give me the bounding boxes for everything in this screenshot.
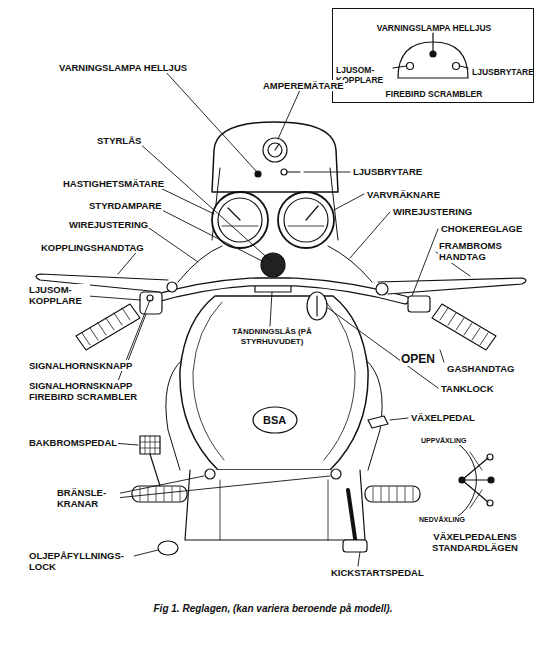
fuel-tap-label: BRÄNSLE- KRANAR (56, 487, 120, 510)
inset-title: FIREBIRD SCRAMBLER (333, 89, 535, 99)
cable-adjuster-label: WIREJUSTERING (68, 219, 149, 230)
dip-switch-label: LJUSOM- KOPPLARE (28, 284, 90, 307)
oil-filler-label: OLJEPÅFYLLNINGS- LOCK (28, 550, 134, 573)
ammeter-label: AMPEREMÄTARE (262, 80, 345, 91)
speedometer-label: HASTIGHETSMÄTARE (62, 178, 165, 189)
inset-box: VARNINGSLAMPA HELLJUSLJUSOM- KOPPLARELJU… (332, 8, 534, 103)
inset-warning-label: VARNINGSLAMPA HELLJUS (333, 23, 535, 33)
steering-damper-label: STYRDAMPARE (88, 200, 163, 211)
throttle-open-mark: OPEN (400, 352, 436, 366)
cable-adjuster-label: WIREJUSTERING (392, 206, 473, 217)
kickstart-label: KICKSTARTSPEDAL (330, 567, 425, 578)
light-switch-label: LJUSBRYTARE (352, 166, 423, 177)
horn-button-label: SIGNALHORNSKNAPP FIREBIRD SCRAMBLER (28, 380, 142, 403)
front-brake-label: FRAMBROMS HANDTAG (438, 240, 512, 263)
tank-cap-label: TANKLOCK (440, 383, 495, 394)
warning-lamp-label: VARNINGSLAMPA HELLJUS (58, 62, 188, 73)
tachometer-label: VARVRÄKNARE (366, 189, 441, 200)
ignition-lock-label: TÄNDNINGSLÅS (PÅ STYRHUVUDET) (215, 327, 329, 346)
throttle-label: GASHANDTAG (446, 363, 515, 374)
upshift-label: UPPVÄXLING (420, 437, 468, 445)
figure-caption: Fig 1. Reglagen, (kan variera beroende p… (0, 603, 544, 615)
horn-button-label: SIGNALHORNSKNAPP (28, 360, 133, 371)
gear-pedal-label: VÄXELPEDAL (410, 412, 476, 423)
gear-positions-label: VÄXELPEDALENS STANDARDLÄGEN (424, 531, 526, 554)
choke-label: CHOKEREGLAGE (440, 223, 523, 234)
downshift-label: NEDVÄXLING (418, 516, 466, 524)
steering-lock-label: STYRLÅS (96, 135, 142, 146)
tank-badge: BSA (262, 414, 287, 427)
rear-brake-label: BAKBROMSPEDAL (28, 437, 118, 448)
clutch-lever-label: KOPPLINGSHANDTAG (40, 242, 145, 253)
inset-light-switch-label: LJUSBRYTARE (471, 67, 533, 77)
